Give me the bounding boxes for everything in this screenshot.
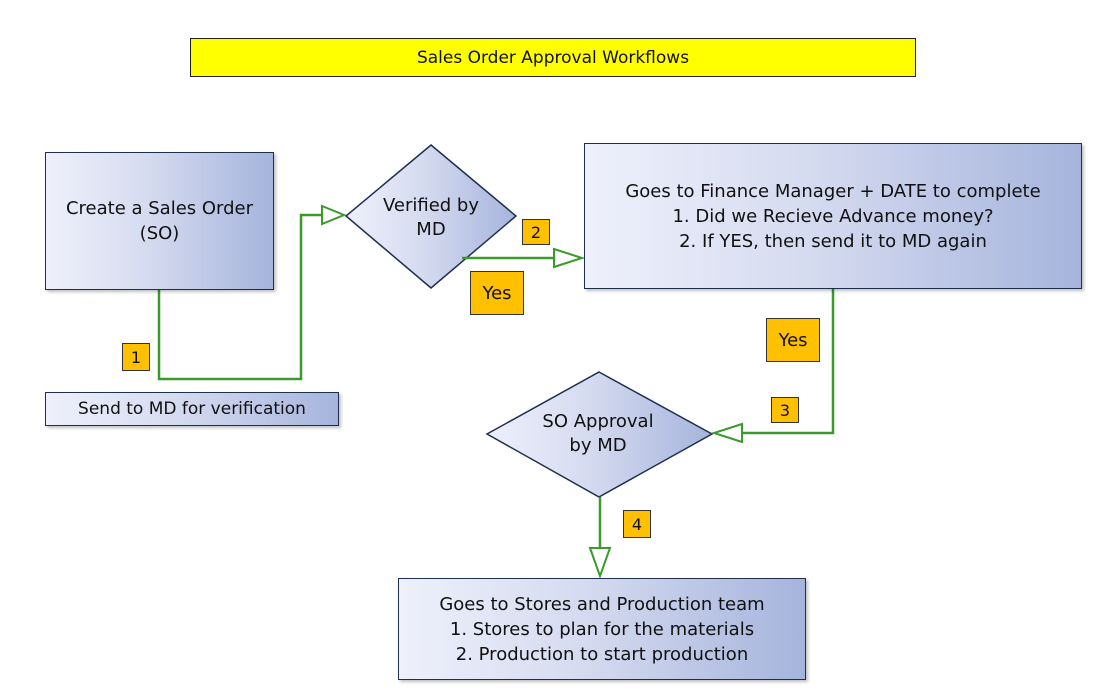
- edge-label-yes-2: Yes: [766, 318, 820, 362]
- diamond-verified-by-md[interactable]: [344, 144, 518, 289]
- node-create-sales-order[interactable]: Create a Sales Order (SO): [45, 152, 274, 290]
- node-text-line: Verified by: [382, 195, 480, 216]
- step-badge-3: 3: [771, 397, 799, 423]
- node-text-line: (SO): [139, 223, 180, 244]
- node-stores-production[interactable]: Goes to Stores and Production team 1. St…: [398, 578, 806, 680]
- node-send-to-md[interactable]: Send to MD for verification: [45, 392, 339, 426]
- decision-label-so-approval: SO Approval by MD: [530, 410, 666, 458]
- decision-label-verified: Verified by MD: [364, 194, 498, 242]
- connector-1: [157, 213, 322, 381]
- node-text-line: 2. If YES, then send it to MD again: [679, 230, 987, 252]
- arrowhead-2: [553, 247, 586, 269]
- node-text-line: MD: [416, 219, 446, 240]
- node-text-line: Goes to Finance Manager + DATE to comple…: [625, 180, 1041, 202]
- connector-3: [742, 289, 835, 435]
- node-text-line: Send to MD for verification: [78, 398, 306, 419]
- step-badge-4: 4: [623, 510, 651, 538]
- arrowhead-3: [710, 422, 743, 444]
- diagram-title-text: Sales Order Approval Workflows: [416, 47, 690, 68]
- node-text-line: 2. Production to start production: [455, 643, 749, 665]
- node-text-line: Create a Sales Order: [65, 198, 254, 219]
- step-badge-2: 2: [522, 219, 550, 245]
- step-badge-1: 1: [122, 343, 150, 371]
- arrowhead-1: [321, 204, 347, 226]
- node-text-line: SO Approval: [542, 411, 654, 432]
- edge-label-yes-1: Yes: [470, 271, 524, 315]
- node-text-line: by MD: [569, 435, 627, 456]
- node-text-line: 1. Stores to plan for the materials: [449, 618, 755, 640]
- node-text-line: 1. Did we Recieve Advance money?: [672, 205, 994, 227]
- diagram-title: Sales Order Approval Workflows: [190, 38, 916, 77]
- arrowhead-4: [588, 547, 612, 579]
- node-text-line: Goes to Stores and Production team: [439, 593, 765, 615]
- node-finance-manager[interactable]: Goes to Finance Manager + DATE to comple…: [584, 143, 1082, 289]
